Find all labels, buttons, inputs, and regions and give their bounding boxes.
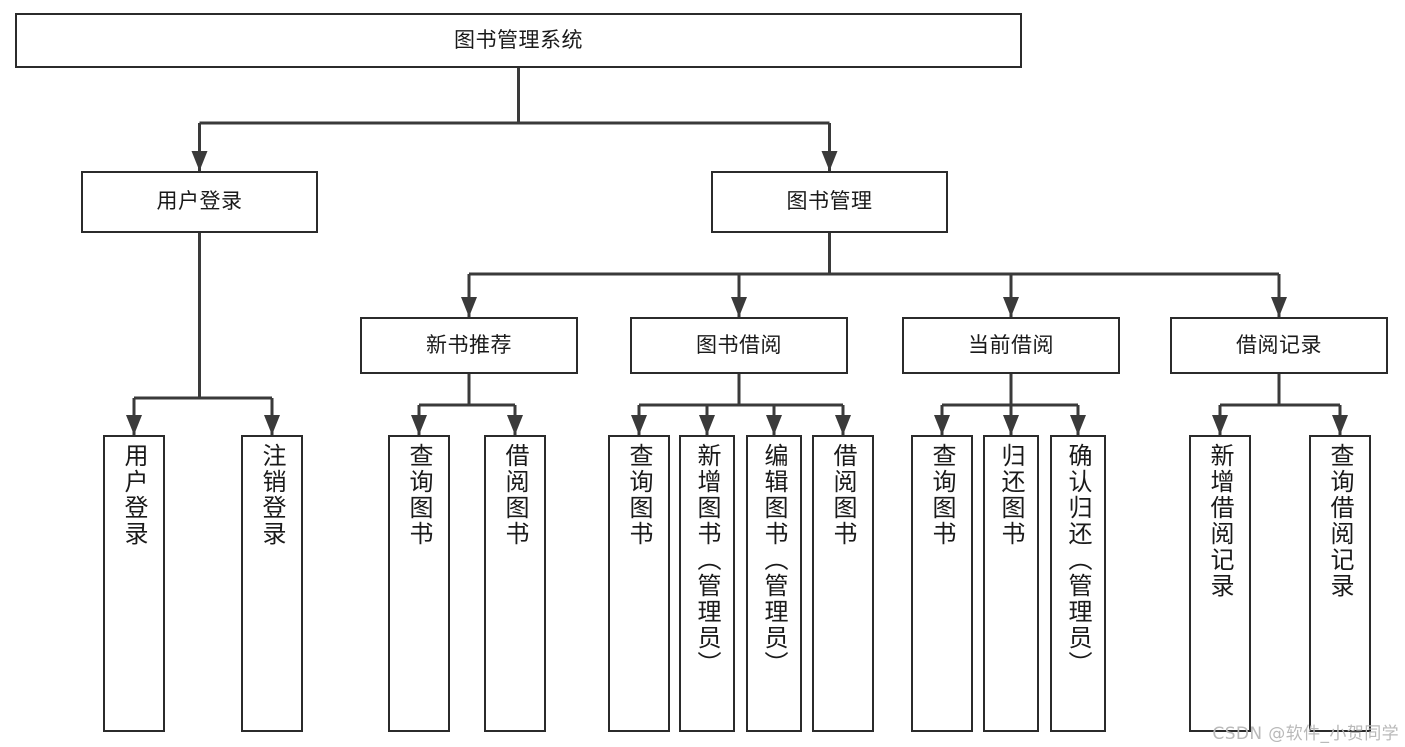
node-label: 借阅图书 — [501, 443, 529, 547]
node-label: 图书借阅 — [696, 332, 782, 357]
node-label: 查询借阅记录 — [1326, 443, 1354, 599]
node-label: 新增借阅记录 — [1206, 443, 1234, 599]
node-label: 新书推荐 — [426, 332, 512, 357]
node-label: 借阅记录 — [1236, 332, 1322, 357]
node-leaf-borrow-3[interactable]: 编辑图书（管理员） — [746, 435, 802, 732]
node-label: 用户登录 — [156, 189, 243, 214]
node-leaf-cur-1[interactable]: 查询图书 — [911, 435, 973, 732]
node-records[interactable]: 借阅记录 — [1170, 317, 1388, 374]
edge-arrowhead — [1070, 415, 1086, 435]
node-label: 借阅图书 — [829, 443, 857, 547]
node-leaf-rec-2[interactable]: 查询借阅记录 — [1309, 435, 1371, 732]
edge-arrowhead — [461, 297, 477, 317]
node-label: 确认归还（管理员） — [1064, 443, 1092, 677]
node-leaf-borrow-1[interactable]: 查询图书 — [608, 435, 670, 732]
node-label: 查询图书 — [928, 443, 956, 547]
node-label: 用户登录 — [120, 443, 148, 547]
edge-arrowhead — [191, 151, 208, 171]
edge-arrowhead — [411, 415, 427, 435]
node-label: 新增图书（管理员） — [693, 443, 721, 677]
node-leaf-login-1[interactable]: 用户登录 — [103, 435, 165, 732]
edge-arrowhead — [126, 415, 142, 435]
node-leaf-borrow-2[interactable]: 新增图书（管理员） — [679, 435, 735, 732]
edge-arrowhead — [731, 297, 747, 317]
node-label: 当前借阅 — [968, 332, 1054, 357]
node-leaf-cur-2[interactable]: 归还图书 — [983, 435, 1039, 732]
node-current[interactable]: 当前借阅 — [902, 317, 1120, 374]
edge-arrowhead — [1003, 415, 1019, 435]
node-label: 编辑图书（管理员） — [760, 443, 788, 677]
node-leaf-login-2[interactable]: 注销登录 — [241, 435, 303, 732]
edge-arrowhead — [934, 415, 950, 435]
watermark-text: CSDN @软件_小贺同学 — [1212, 724, 1399, 744]
edge-arrowhead — [631, 415, 647, 435]
edge-arrowhead — [766, 415, 782, 435]
edge-arrowhead — [1332, 415, 1348, 435]
edge-arrowhead — [1271, 297, 1287, 317]
node-label: 注销登录 — [258, 443, 286, 547]
node-leaf-new-1[interactable]: 查询图书 — [388, 435, 450, 732]
edge-arrowhead — [507, 415, 523, 435]
node-newbook[interactable]: 新书推荐 — [360, 317, 578, 374]
edge-arrowhead — [1003, 297, 1019, 317]
node-label: 图书管理 — [786, 189, 873, 214]
node-label: 图书管理系统 — [454, 27, 583, 52]
node-leaf-new-2[interactable]: 借阅图书 — [484, 435, 546, 732]
edge-arrowhead — [835, 415, 851, 435]
node-borrow[interactable]: 图书借阅 — [630, 317, 848, 374]
node-leaf-borrow-4[interactable]: 借阅图书 — [812, 435, 874, 732]
edge-arrowhead — [821, 151, 838, 171]
node-login[interactable]: 用户登录 — [81, 171, 318, 233]
node-leaf-cur-3[interactable]: 确认归还（管理员） — [1050, 435, 1106, 732]
edge-arrowhead — [264, 415, 280, 435]
node-label: 查询图书 — [405, 443, 433, 547]
node-label: 查询图书 — [625, 443, 653, 547]
node-bookmgmt[interactable]: 图书管理 — [711, 171, 948, 233]
node-label: 归还图书 — [997, 443, 1025, 547]
edge-arrowhead — [699, 415, 715, 435]
edge-arrowhead — [1212, 415, 1228, 435]
node-root[interactable]: 图书管理系统 — [15, 13, 1022, 68]
node-leaf-rec-1[interactable]: 新增借阅记录 — [1189, 435, 1251, 732]
